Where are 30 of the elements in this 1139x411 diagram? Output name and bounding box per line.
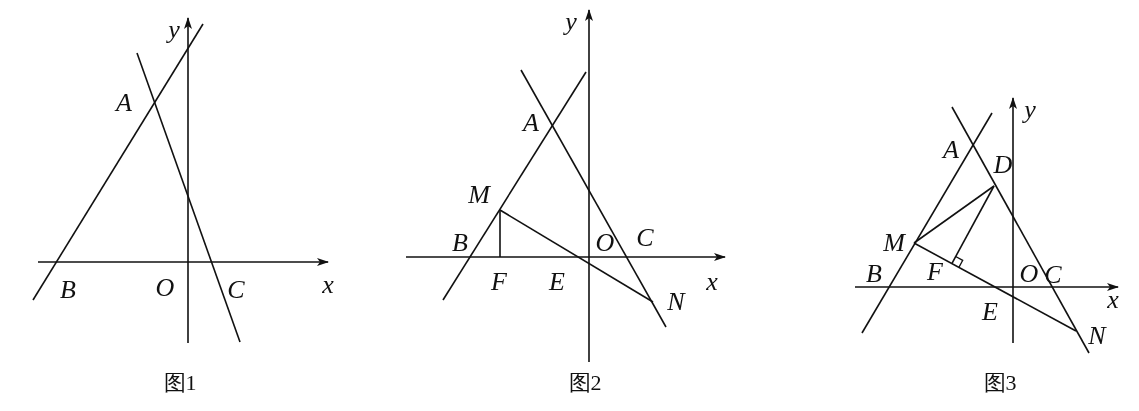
axis-label: x: [706, 269, 718, 295]
point-label: N: [1088, 323, 1106, 349]
point-label: B: [452, 230, 468, 256]
point-label: E: [549, 269, 565, 295]
point-label: M: [883, 230, 905, 256]
axis-label: x: [1107, 287, 1119, 313]
point-label: C: [636, 225, 654, 251]
point-label: A: [943, 137, 959, 163]
point-label: B: [60, 277, 76, 303]
point-label: N: [667, 289, 685, 315]
point-label: F: [927, 259, 943, 285]
axis-label: y: [168, 17, 180, 43]
axis-label: x: [322, 272, 334, 298]
point-label: C: [1044, 262, 1062, 288]
figure-caption: 图3: [983, 372, 1017, 394]
point-label: E: [982, 299, 998, 325]
point-label: F: [491, 269, 507, 295]
figure-caption: 图2: [568, 372, 602, 394]
axis-label: y: [1024, 97, 1036, 123]
figure-caption: 图1: [163, 372, 197, 394]
point-label: A: [116, 90, 132, 116]
point-label: O: [1019, 261, 1039, 287]
point-label: D: [993, 152, 1013, 178]
point-label: C: [227, 277, 245, 303]
point-label: M: [468, 182, 490, 208]
point-label: O: [155, 275, 175, 301]
point-label: B: [866, 261, 882, 287]
axis-label: y: [565, 9, 577, 35]
point-label: O: [595, 230, 615, 256]
point-label: A: [523, 110, 539, 136]
